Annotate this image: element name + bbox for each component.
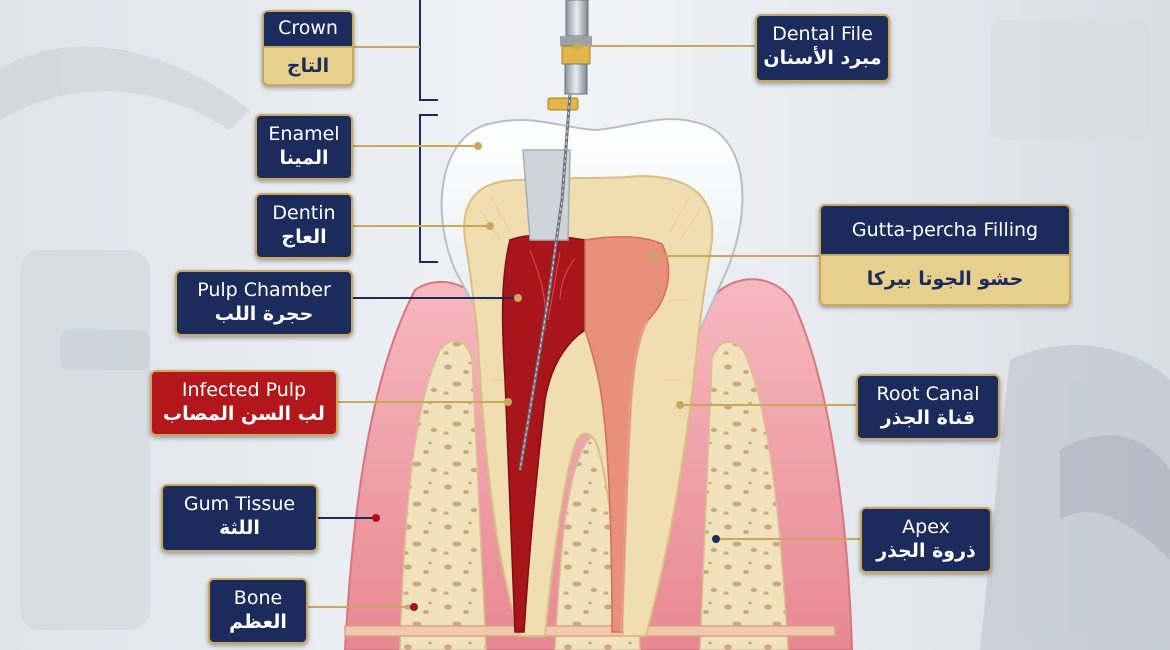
label-bone: Bone العظم [208,578,308,644]
label-dental-file-en: Dental File [772,23,873,45]
label-dental-file: Dental File مبرد الأسنان [755,14,890,82]
bone-left [399,340,487,650]
dental-file-instrument [518,0,592,471]
label-bone-en: Bone [233,587,283,609]
label-pulp-chamber-en: Pulp Chamber [197,279,331,301]
clinic-background-shapes [0,20,1170,650]
label-crown-ar: التاج [286,55,330,77]
label-dental-file-ar: مبرد الأسنان [763,47,882,69]
label-enamel-en: Enamel [268,123,340,145]
label-apex-ar: ذروة الجذر [876,540,976,562]
crown-bracket [419,0,438,101]
label-infected-pulp-en: Infected Pulp [181,379,307,401]
label-dentin: Dentin العاج [255,193,353,259]
label-gum-tissue: Gum Tissue اللثة [161,484,318,552]
label-root-canal-ar: قناة الجذر [880,407,976,429]
label-gutta-percha-ar: حشو الجوتا بيركا [866,268,1024,290]
label-gum-tissue-en: Gum Tissue [183,493,296,515]
label-infected-pulp: Infected Pulp لب السن المصاب [150,370,338,436]
bone-right [699,341,789,650]
label-gutta-percha: Gutta-percha Filling حشو الجوتا بيركا [819,204,1071,306]
tooth-bracket [419,114,438,263]
label-apex: Apex ذروة الجذر [860,507,992,573]
label-dentin-ar: العاج [281,226,327,248]
label-apex-en: Apex [902,516,950,538]
label-pulp-chamber: Pulp Chamber حجرة اللب [175,270,353,336]
label-gum-tissue-ar: اللثة [219,517,260,539]
label-root-canal-en: Root Canal [876,383,980,405]
bone-base-band [344,625,836,637]
label-pulp-chamber-ar: حجرة اللب [214,303,314,325]
root-canal-right [620,319,650,633]
label-crown: Crown التاج [262,10,354,86]
label-enamel: Enamel المينا [255,114,353,180]
label-enamel-ar: المينا [279,147,329,169]
label-infected-pulp-ar: لب السن المصاب [163,403,325,425]
leader-dots [372,42,720,611]
label-dentin-en: Dentin [272,202,336,224]
label-gutta-percha-en: Gutta-percha Filling [851,219,1039,241]
label-root-canal: Root Canal قناة الجذر [856,374,1000,440]
label-crown-en: Crown [278,17,338,39]
label-bone-ar: العظم [229,611,287,633]
